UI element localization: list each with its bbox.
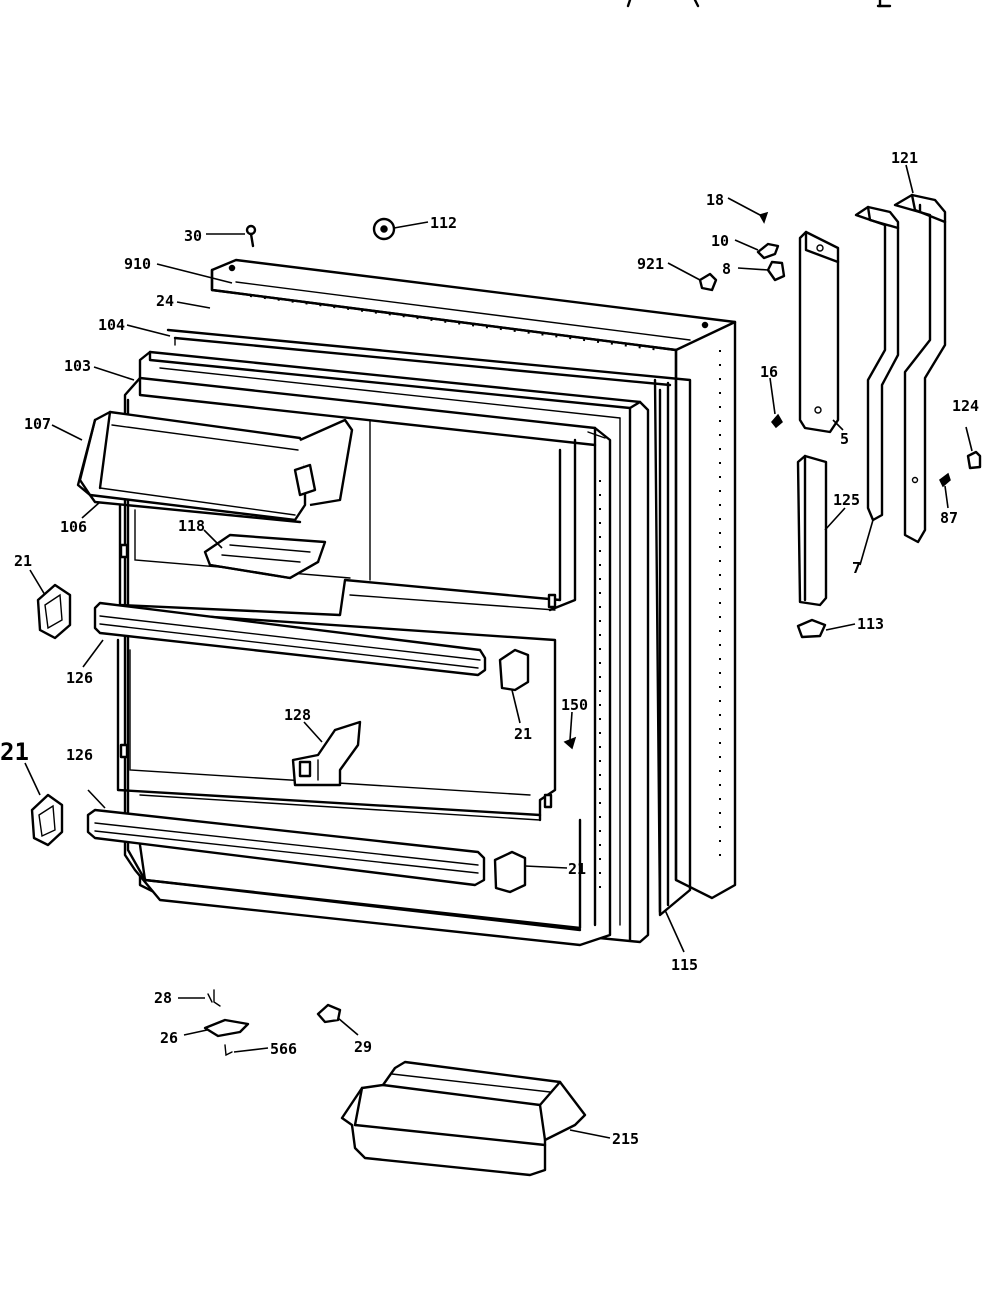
clip-28 xyxy=(207,989,221,1007)
shelf-bracket xyxy=(291,720,362,787)
label-921: 921 xyxy=(637,255,664,273)
label-29: 29 xyxy=(354,1038,372,1056)
label-121: 121 xyxy=(891,149,918,167)
handle-121 xyxy=(893,193,947,544)
bushing-8 xyxy=(766,260,786,282)
shelf-end-cap-upper-left xyxy=(36,583,72,640)
label-115: 115 xyxy=(671,956,698,974)
door-bin-215 xyxy=(340,1060,587,1177)
hinge-bracket-5 xyxy=(798,230,840,434)
label-18: 18 xyxy=(706,191,724,209)
cap-113 xyxy=(796,618,827,639)
screw-16 xyxy=(771,413,783,429)
label-113: 113 xyxy=(857,615,884,633)
label-7: 7 xyxy=(852,559,861,577)
screw-87 xyxy=(939,472,951,488)
label-124: 124 xyxy=(952,397,979,415)
screw-30 xyxy=(245,224,257,248)
label-910: 910 xyxy=(124,255,151,273)
label-21-upper-left: 21 xyxy=(14,552,32,570)
label-126-upper: 126 xyxy=(66,669,93,687)
label-128: 128 xyxy=(284,706,311,724)
label-112: 112 xyxy=(430,214,457,232)
washer-10 xyxy=(756,242,780,260)
outer-door-panel xyxy=(210,258,737,900)
label-106: 106 xyxy=(60,518,87,536)
shelf-end-cap-upper-right xyxy=(498,648,530,692)
part-labels: 30 112 910 24 104 103 107 106 118 21 126… xyxy=(0,149,979,1148)
shelf-end-cap-lower-left xyxy=(30,793,64,847)
plug-921 xyxy=(698,272,718,292)
shelf-bar-lower xyxy=(86,808,486,887)
label-107: 107 xyxy=(24,415,51,433)
handle-trim-125 xyxy=(796,454,828,607)
handle-7 xyxy=(854,205,900,522)
label-30: 30 xyxy=(184,227,202,245)
label-21-lower-left: 21 xyxy=(0,738,29,766)
screw-18 xyxy=(758,211,769,224)
door-gasket xyxy=(166,328,692,917)
label-21-upper-right: 21 xyxy=(514,725,532,743)
bracket-26 xyxy=(203,1018,250,1038)
label-103: 103 xyxy=(64,357,91,375)
shelf-end-cap-lower-right xyxy=(493,850,527,894)
label-118: 118 xyxy=(178,517,205,535)
plug-112 xyxy=(372,217,396,241)
label-26: 26 xyxy=(160,1029,178,1047)
cap-124 xyxy=(966,450,982,470)
label-125: 125 xyxy=(833,491,860,509)
dairy-compartment-door xyxy=(76,410,354,524)
cropped-top-marks xyxy=(626,0,892,8)
label-24: 24 xyxy=(156,292,174,310)
label-215: 215 xyxy=(612,1130,639,1148)
label-21-lower-right: 21 xyxy=(568,860,586,878)
label-5: 5 xyxy=(840,430,849,448)
shelf-bar-upper xyxy=(93,601,487,677)
label-16: 16 xyxy=(760,363,778,381)
label-8: 8 xyxy=(722,260,731,278)
label-10: 10 xyxy=(711,232,729,250)
screw-566 xyxy=(224,1044,233,1057)
label-126-lower: 126 xyxy=(66,746,93,764)
plug-29 xyxy=(316,1003,342,1024)
label-104: 104 xyxy=(98,316,125,334)
label-150: 150 xyxy=(561,696,588,714)
label-28: 28 xyxy=(154,989,172,1007)
tray xyxy=(203,533,327,580)
leader-lines xyxy=(24,164,973,1139)
label-566: 566 xyxy=(270,1040,297,1058)
label-87: 87 xyxy=(940,509,958,527)
